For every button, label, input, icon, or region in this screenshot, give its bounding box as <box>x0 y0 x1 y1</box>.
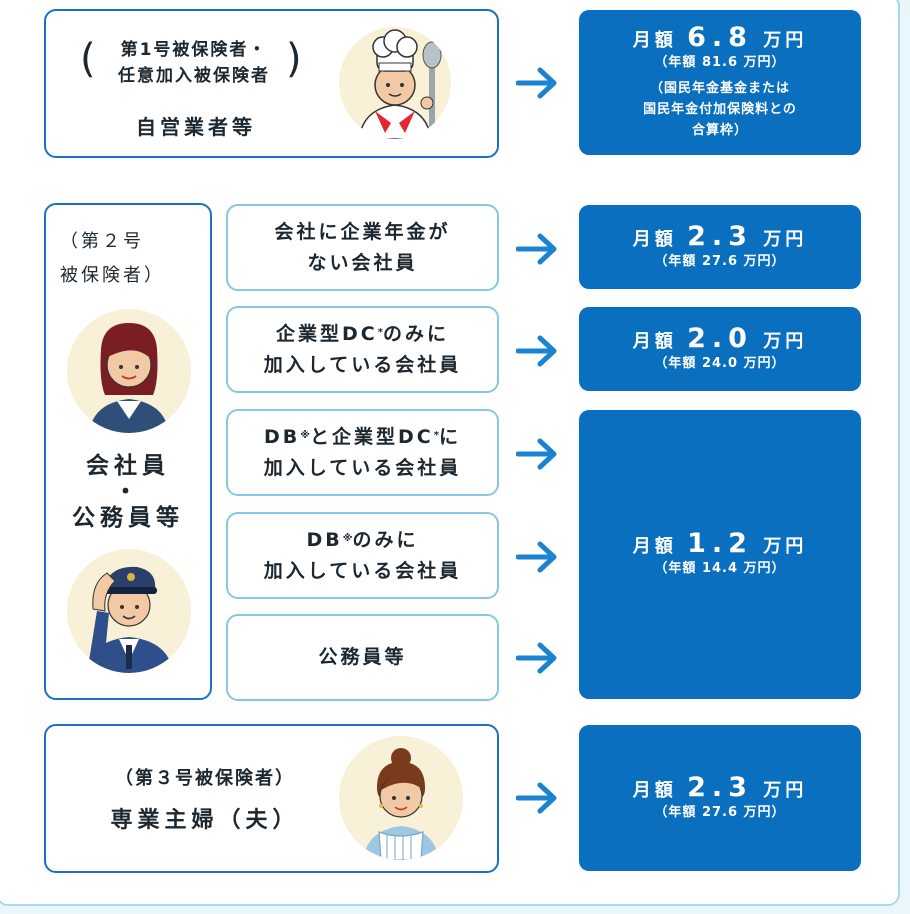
group3-label: （第３号被保険者） <box>115 768 295 789</box>
monthly-prefix: 月額 <box>632 29 677 51</box>
note-line1: （国民年金基金または <box>649 80 790 96</box>
amount1-annual: （年額 27.6 万円） <box>654 253 786 269</box>
monthly-prefix: 月額 <box>632 536 677 557</box>
monthly-prefix: 月額 <box>632 330 677 352</box>
monthly-unit: 万円 <box>763 779 808 801</box>
group2-row-2: 企業型DC*のみに 加入している会社員 <box>226 306 499 393</box>
homemaker-avatar-icon <box>339 736 463 860</box>
group1-annual: （年額 81.6 万円） <box>654 54 786 70</box>
group1-title: 自営業者等 <box>136 115 256 139</box>
group3-monthly: 月額 2.3 万円 <box>632 771 808 804</box>
row3-line1: DB※と企業型DC*に <box>264 422 461 453</box>
row4-footnote-mark: ※ <box>342 532 353 544</box>
group1-box: ( 第1号被保険者・ 任意加入被保険者 ) 自営業者等 <box>44 9 499 158</box>
row5-line1: 公務員等 <box>318 646 407 668</box>
group2-amount-2: 月額 2.0 万円 （年額 24.0 万円） <box>579 307 861 391</box>
row3-footnote-mark: ※ <box>300 429 311 441</box>
monthly-prefix: 月額 <box>632 228 677 250</box>
group2-label-line1: （第２号 <box>60 231 144 252</box>
note-line3: 合算枠） <box>691 122 748 138</box>
monthly-value: 6.8 <box>687 21 753 53</box>
group2-title-line2: 公務員等 <box>72 505 184 531</box>
group2-row-4: DB※のみに 加入している会社員 <box>226 512 499 599</box>
arrow-right-icon <box>516 233 557 265</box>
monthly-unit: 万円 <box>763 330 808 352</box>
group2-row-5: 公務員等 <box>226 614 499 701</box>
row2-line1-post: のみに <box>382 322 449 345</box>
group2-title-line1: 会社員 <box>86 453 170 479</box>
amount1-monthly: 月額 2.3 万円 <box>632 220 808 253</box>
saluting-officer-avatar-icon <box>67 549 191 673</box>
row1-line2: ない会社員 <box>307 251 418 274</box>
group1-paren-open: ( <box>80 36 96 82</box>
amount2-monthly: 月額 2.0 万円 <box>632 322 808 355</box>
group2-amount-3: 月額 1.2 万円 （年額 14.4 万円） <box>579 410 861 699</box>
row2-line2: 加入している会社員 <box>263 353 462 376</box>
group2-amount-1: 月額 2.3 万円 （年額 27.6 万円） <box>579 205 861 289</box>
arrow-right-icon <box>516 782 557 814</box>
row2-line1-pre: 企業型DC <box>276 322 378 345</box>
group2-box: （第２号 被保険者） 会社員 ・ 公務員等 <box>44 203 212 700</box>
monthly-unit: 万円 <box>763 536 808 557</box>
monthly-value: 2.3 <box>687 220 753 252</box>
group1-label-line2: 任意加入被保険者 <box>118 66 270 86</box>
amount3-monthly: 月額 1.2 万円 <box>632 528 808 560</box>
arrow-right-icon <box>516 438 557 470</box>
note-line2: 国民年金付加保険料との <box>643 101 797 117</box>
row2-line1: 企業型DC*のみに <box>276 319 449 350</box>
monthly-unit: 万円 <box>763 29 808 51</box>
row2-footnote-mark: * <box>377 326 383 338</box>
row3-line1-post2: に <box>438 425 461 448</box>
monthly-unit: 万円 <box>763 228 808 250</box>
row4-line2: 加入している会社員 <box>263 559 462 582</box>
group3-amount-box: 月額 2.3 万円 （年額 27.6 万円） <box>579 725 861 871</box>
group1-amount-box: 月額 6.8 万円 （年額 81.6 万円） （国民年金基金または 国民年金付加… <box>579 10 861 155</box>
row3-line1-pre: DB <box>264 425 301 448</box>
group1-paren-close: ) <box>286 36 302 82</box>
office-woman-avatar-icon <box>67 309 191 433</box>
group1-monthly: 月額 6.8 万円 <box>632 21 808 54</box>
arrow-right-icon <box>516 335 557 367</box>
group1-note: （国民年金基金または 国民年金付加保険料との 合算枠） <box>643 78 797 141</box>
group2-title: 会社員 ・ 公務員等 <box>46 449 210 535</box>
arrow-right-icon <box>516 642 557 674</box>
row4-line1-post: のみに <box>352 528 419 551</box>
group2-label-line2: 被保険者） <box>60 265 165 286</box>
monthly-value: 1.2 <box>687 528 753 559</box>
group2-row-1: 会社に企業年金が ない会社員 <box>226 204 499 291</box>
row4-line1: DB※のみに <box>306 525 418 556</box>
row1-line1: 会社に企業年金が <box>274 220 451 243</box>
amount2-annual: （年額 24.0 万円） <box>654 355 786 371</box>
monthly-value: 2.0 <box>687 322 753 354</box>
group1-label: ( 第1号被保険者・ 任意加入被保険者 ) <box>80 33 310 93</box>
group3-title: 専業主婦（夫） <box>110 808 300 833</box>
monthly-value: 2.3 <box>687 771 753 803</box>
arrow-right-icon <box>516 67 557 99</box>
group1-label-line1: 第1号被保険者・ <box>120 40 268 60</box>
amount3-annual: （年額 14.4 万円） <box>654 561 786 576</box>
row3-line2: 加入している会社員 <box>263 456 462 479</box>
group3-annual: （年額 27.6 万円） <box>654 804 786 820</box>
row3-line1-post: と企業型DC <box>310 425 434 448</box>
group2-title-dot: ・ <box>114 479 142 505</box>
group2-row-3: DB※と企業型DC*に 加入している会社員 <box>226 409 499 496</box>
chef-avatar-icon <box>339 27 451 139</box>
group3-box: （第３号被保険者） 専業主婦（夫） <box>44 724 499 873</box>
row3-footnote-mark-2: * <box>433 429 439 441</box>
row4-line1-pre: DB <box>306 528 343 551</box>
arrow-right-icon <box>516 541 557 573</box>
monthly-prefix: 月額 <box>632 779 677 801</box>
